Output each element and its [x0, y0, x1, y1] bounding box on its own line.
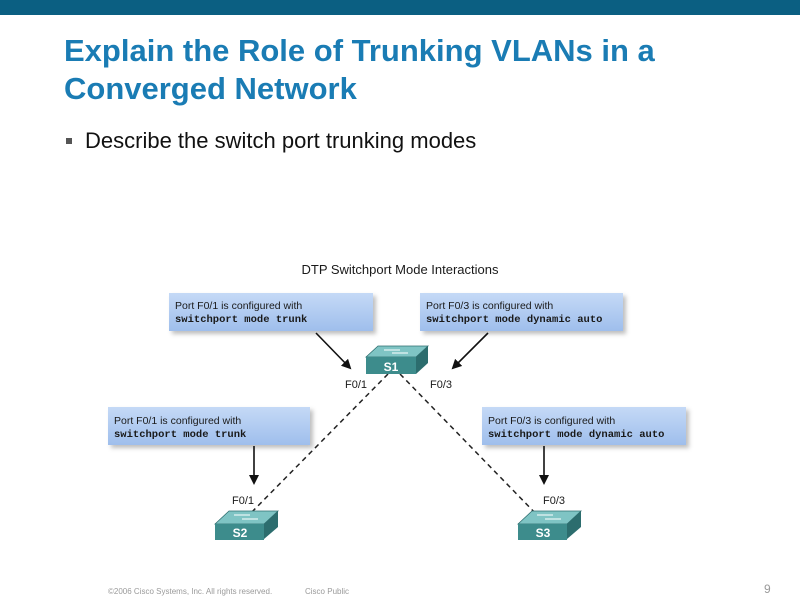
- page-number: 9: [764, 582, 771, 596]
- switch-icon: S1: [364, 345, 430, 374]
- port-label: F0/1: [232, 495, 254, 507]
- callout-text: Port F0/3 is configured with: [426, 300, 553, 312]
- arrow-icon: [451, 332, 489, 370]
- callout-s1-f03: Port F0/3 is configured with switchport …: [420, 293, 623, 331]
- switch-label: S3: [536, 526, 551, 540]
- callout-s3-f03: Port F0/3 is configured with switchport …: [482, 407, 686, 445]
- callout-command: switchport mode trunk: [175, 314, 307, 326]
- slide-title: Explain the Role of Trunking VLANs in a …: [64, 33, 655, 106]
- footer-copyright: ©2006 Cisco Systems, Inc. All rights res…: [108, 587, 273, 596]
- callout-text: Port F0/1 is configured with: [114, 415, 241, 427]
- switch-icon: S2: [213, 510, 280, 540]
- callout-command: switchport mode dynamic auto: [426, 314, 602, 326]
- link-s1-s2: [245, 373, 389, 519]
- link-s1-s3: [399, 373, 541, 519]
- bullet-item: Describe the switch port trunking modes: [66, 128, 476, 154]
- callout-text: Port F0/3 is configured with: [488, 415, 615, 427]
- callout-s2-f01: Port F0/1 is configured with switchport …: [108, 407, 310, 445]
- port-label: F0/1: [345, 379, 367, 391]
- switch-icon: S3: [516, 510, 583, 540]
- switch-label: S1: [384, 360, 399, 374]
- footer-classification: Cisco Public: [305, 587, 350, 596]
- callout-command: switchport mode dynamic auto: [488, 429, 664, 441]
- top-bar: [0, 0, 800, 15]
- diagram-title: DTP Switchport Mode Interactions: [301, 262, 499, 277]
- bullet-text: Describe the switch port trunking modes: [85, 128, 477, 153]
- switch-label: S2: [233, 526, 248, 540]
- callout-text: Port F0/1 is configured with: [175, 300, 302, 312]
- port-label: F0/3: [543, 495, 565, 507]
- port-label: F0/3: [430, 379, 452, 391]
- bullet-square-icon: [66, 138, 72, 144]
- arrow-icon: [315, 332, 352, 370]
- callout-command: switchport mode trunk: [114, 429, 246, 441]
- callout-s1-f01: Port F0/1 is configured with switchport …: [169, 293, 373, 331]
